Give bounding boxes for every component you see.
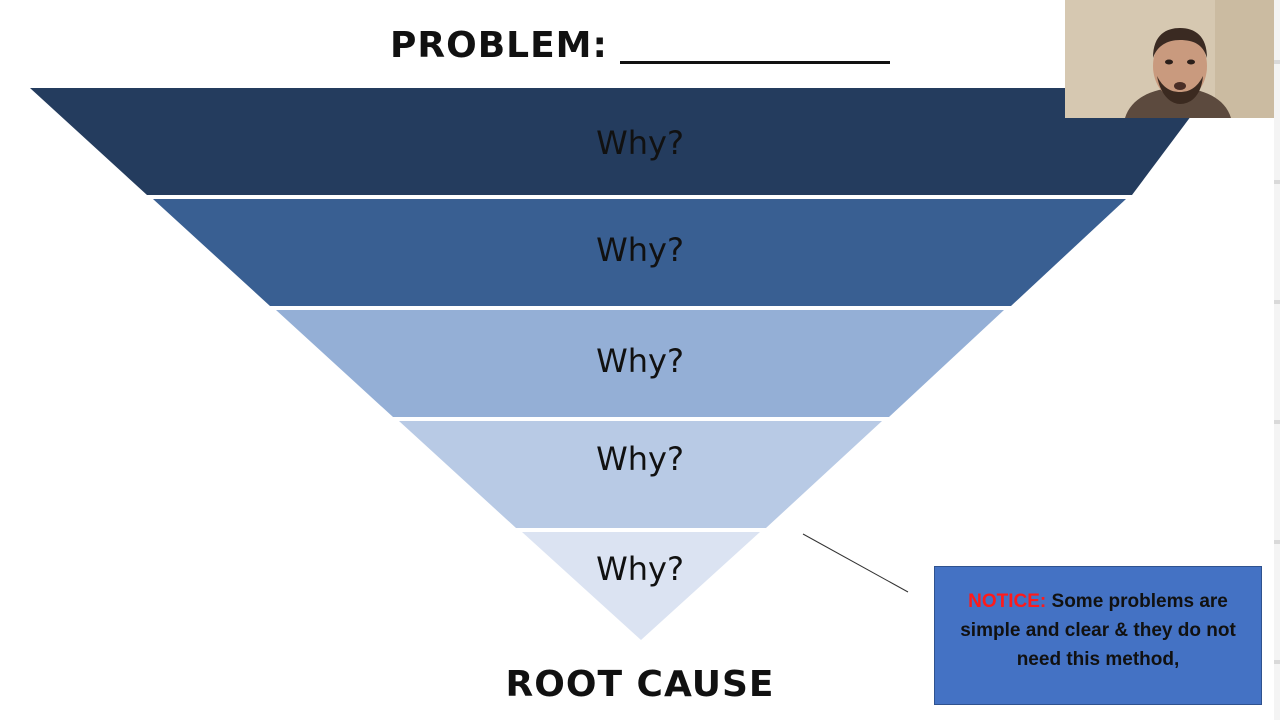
slide-title: PROBLEM: (390, 18, 890, 74)
notice-callout-body: NOTICE: Some problems are simple and cle… (943, 587, 1253, 674)
funnel-level-4-label: Why? (596, 440, 684, 478)
funnel-level-4 (399, 421, 882, 528)
notice-text: Some problems are simple and clear & the… (960, 591, 1236, 670)
title-blank-underline (619, 61, 890, 64)
funnel-level-1 (30, 88, 1212, 195)
funnel-level-1-label: Why? (596, 124, 684, 162)
slide-title-text: PROBLEM: (390, 25, 608, 66)
presenter-figure-icon (1065, 0, 1276, 118)
window-edge-strip (1274, 0, 1280, 720)
funnel-level-2 (153, 199, 1126, 306)
root-cause-label: ROOT CAUSE (505, 664, 775, 705)
notice-label: NOTICE: (968, 591, 1047, 612)
funnel-level-5-label: Why? (596, 550, 684, 588)
funnel-level-5 (522, 532, 760, 640)
funnel-level-3 (276, 310, 1004, 417)
presenter-webcam (1065, 0, 1276, 118)
notice-callout: NOTICE: Some problems are simple and cle… (934, 566, 1262, 705)
funnel-level-3-label: Why? (596, 342, 684, 380)
funnel-level-2-label: Why? (596, 231, 684, 269)
